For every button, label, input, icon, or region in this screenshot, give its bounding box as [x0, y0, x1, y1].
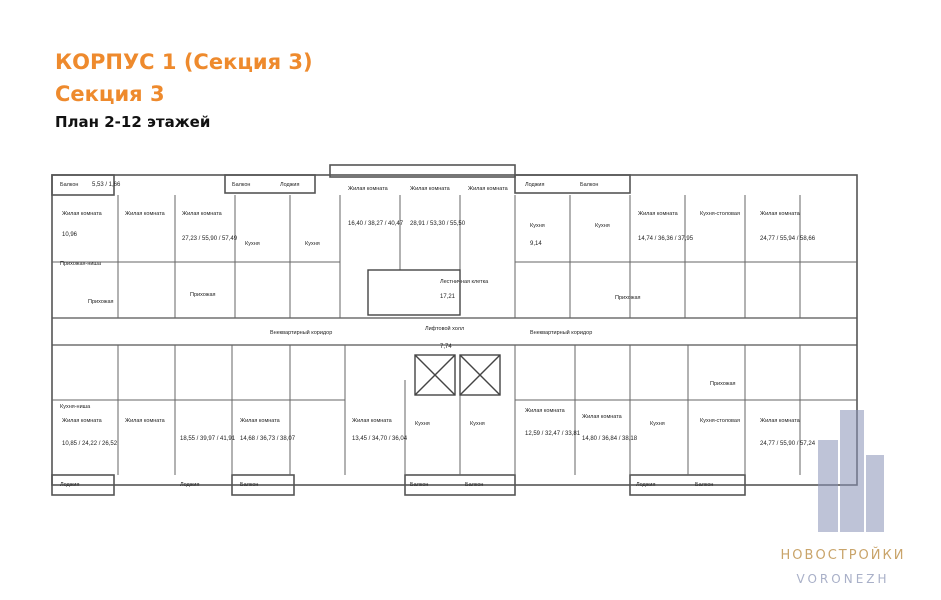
- corridor: [52, 317, 857, 346]
- watermark-logo: [818, 410, 884, 532]
- room-label: Жилая комната: [760, 418, 801, 424]
- room-label: Прихожая: [615, 295, 641, 301]
- room-area: 18,55 / 39,97 / 41,91: [180, 436, 236, 442]
- room-label: Балкон: [60, 182, 78, 188]
- room-label: Жилая комната: [240, 418, 281, 424]
- room-label: Кухня: [595, 223, 610, 229]
- room-area: 10,85 / 24,22 / 26,52: [62, 441, 118, 447]
- room-labels: Балкон 5,53 / 1,66 Жилая комната 10,96 Ж…: [60, 182, 816, 488]
- room-label: Балкон: [240, 482, 258, 488]
- room-label: Балкон: [465, 482, 483, 488]
- room-label: Кухня: [245, 241, 260, 247]
- section-title: Секция 3: [55, 82, 165, 106]
- building-title: КОРПУС 1 (Секция 3): [55, 50, 313, 74]
- room-area: 28,91 / 53,30 / 55,50: [410, 221, 466, 227]
- room-label: Кухня-столовая: [700, 211, 740, 217]
- room-label: Лоджия: [60, 482, 80, 488]
- room-label: Жилая комната: [348, 186, 389, 192]
- room-area: 12,59 / 32,47 / 33,81: [525, 431, 581, 437]
- floor-plan-subtitle: План 2-12 этажей: [55, 113, 211, 131]
- stair-core: [367, 269, 501, 396]
- room-label: Кухня-столовая: [700, 418, 740, 424]
- watermark-subtext: VORONEZH: [796, 572, 890, 586]
- room-label: Балкон: [580, 182, 598, 188]
- room-label: Жилая комната: [125, 211, 166, 217]
- room-label: Лестничная клетка: [440, 279, 489, 285]
- partitions: [52, 195, 857, 475]
- room-label: Кухня: [530, 223, 545, 229]
- room-area: 14,80 / 36,84 / 38,18: [582, 436, 638, 442]
- room-area: 10,96: [62, 232, 78, 238]
- room-area: 9,14: [530, 241, 542, 247]
- room-label: Лоджия: [636, 482, 656, 488]
- room-label: Кухня-ниша: [60, 404, 91, 410]
- outer-walls: [51, 164, 858, 496]
- room-label: Жилая комната: [638, 211, 679, 217]
- room-label: Жилая комната: [125, 418, 166, 424]
- room-label: Жилая комната: [468, 186, 509, 192]
- room-area: 14,68 / 36,73 / 38,07: [240, 436, 296, 442]
- room-label: Кухня: [305, 241, 320, 247]
- room-label: Внеквартирный коридор: [530, 329, 592, 336]
- room-label: Жилая комната: [352, 418, 393, 424]
- room-area: 24,77 / 55,94 / 58,66: [760, 236, 816, 242]
- room-label: Внеквартирный коридор: [270, 329, 332, 336]
- room-area: 17,21: [440, 294, 456, 300]
- room-area: 5,53 / 1,66: [92, 182, 121, 188]
- room-label: Кухня: [415, 421, 430, 427]
- room-label: Жилая комната: [62, 418, 103, 424]
- room-label: Жилая комната: [410, 186, 451, 192]
- watermark-text: НОВОСТРОЙКИ: [780, 548, 906, 563]
- room-label: Балкон: [232, 182, 250, 188]
- room-label: Жилая комната: [525, 408, 566, 414]
- room-area: 27,23 / 55,90 / 57,49: [182, 236, 238, 242]
- room-label: Лоджия: [280, 182, 300, 188]
- room-label: Жилая комната: [182, 211, 223, 217]
- room-area: 14,74 / 36,36 / 37,95: [638, 236, 694, 242]
- room-label: Лоджия: [180, 482, 200, 488]
- room-label: Кухня: [650, 421, 665, 427]
- room-label: Жилая комната: [760, 211, 801, 217]
- room-label: Жилая комната: [62, 211, 103, 217]
- room-label: Жилая комната: [582, 414, 623, 420]
- room-area: 16,40 / 38,27 / 40,47: [348, 221, 404, 227]
- room-label: Кухня: [470, 421, 485, 427]
- room-label: Балкон: [410, 482, 428, 488]
- room-label: Балкон: [695, 482, 713, 488]
- room-label: Прихожая: [710, 381, 736, 387]
- room-area: 7,74: [440, 344, 452, 350]
- room-label: Лоджия: [525, 182, 545, 188]
- room-label: Прихожая-ниша: [60, 261, 102, 267]
- room-label: Прихожая: [190, 292, 216, 298]
- room-label: Прихожая: [88, 299, 114, 305]
- room-area: 13,45 / 34,70 / 36,04: [352, 436, 408, 442]
- room-label: Лифтовой холл: [425, 325, 464, 332]
- room-area: 24,77 / 55,90 / 57,24: [760, 441, 816, 447]
